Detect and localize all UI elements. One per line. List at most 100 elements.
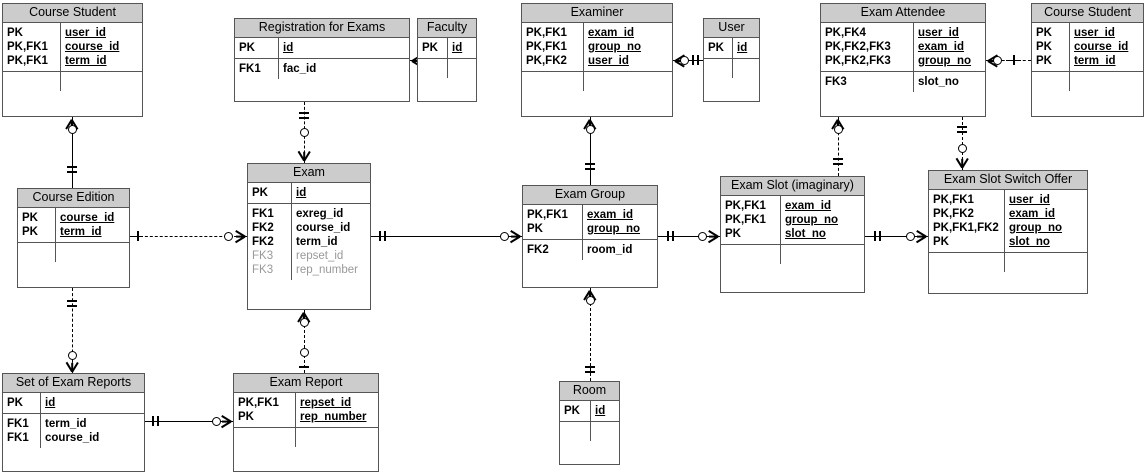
key-label: PK (7, 397, 23, 409)
attribute-text: id (45, 397, 56, 409)
key-label: FK3 (252, 250, 274, 262)
key-column (721, 245, 781, 264)
attribute-label: exam_id (785, 199, 861, 213)
one-marker (833, 158, 843, 160)
attribute-text: user_id (1074, 27, 1115, 39)
empty-row (708, 62, 729, 75)
key-column: PK (248, 183, 292, 203)
attribute-label: exam_id (588, 26, 669, 40)
attribute-text: group_no (785, 214, 839, 226)
attribute-label: id (737, 41, 756, 55)
key-label: PK,FK1 (526, 41, 567, 53)
primary-key-section: PK id (704, 38, 759, 59)
attribute-column (1070, 72, 1143, 91)
empty-row (595, 425, 616, 438)
key-column (3, 72, 61, 91)
empty-row (60, 246, 126, 259)
attribute-text: course_id (1074, 41, 1129, 53)
empty-row (725, 248, 777, 261)
attribute-section (522, 72, 672, 91)
one-marker (957, 131, 967, 133)
empty-row (422, 62, 444, 75)
attribute-label: slot_no (785, 227, 861, 241)
attribute-label: id (296, 186, 367, 200)
key-label: FK1 (252, 208, 274, 220)
attribute-label: id (283, 41, 406, 55)
attribute-label: fac_id (283, 63, 317, 75)
attribute-column (781, 245, 864, 264)
one-marker (67, 166, 77, 168)
empty-row (1009, 256, 1084, 269)
key-column (929, 253, 1005, 272)
key-label: PK,FK1 (527, 209, 568, 221)
one-marker (67, 305, 77, 307)
attribute-label: term_id (296, 236, 338, 248)
optional-zero-marker (697, 231, 707, 241)
one-marker (299, 366, 309, 368)
optional-zero-marker (905, 231, 915, 241)
key-label: PK (933, 236, 949, 248)
connector-line (304, 310, 305, 373)
empty-row (588, 75, 669, 88)
attribute-text: exam_id (588, 27, 635, 39)
attribute-label: course_id (60, 211, 126, 225)
optional-zero-marker (223, 231, 233, 241)
attribute-column (296, 428, 378, 447)
empty-row (452, 62, 473, 75)
attribute-column (448, 59, 476, 78)
attribute-label: repset_id (296, 250, 344, 262)
attribute-label: group_no (588, 40, 669, 54)
one-marker (299, 112, 309, 114)
attribute-label: exam_id (1009, 207, 1084, 221)
key-column: PK (704, 38, 733, 58)
attribute-section (3, 72, 142, 91)
key-label: PK (238, 411, 254, 423)
attribute-text: exam_id (587, 209, 634, 221)
attribute-column: id (292, 183, 370, 203)
attribute-text: user_id (918, 27, 959, 39)
key-column (1032, 72, 1070, 91)
attribute-column (733, 59, 759, 78)
attribute-text: slot_no (785, 228, 826, 240)
entity-title: Exam Slot (imaginary) (721, 177, 864, 196)
entity-title: Examiner (522, 4, 672, 23)
connector-line (658, 236, 720, 237)
attribute-label: exam_id (587, 208, 654, 222)
attribute-section (721, 245, 864, 264)
attribute-column (591, 422, 619, 441)
entity-title: Course Student (3, 4, 142, 23)
connector-line (590, 117, 591, 185)
primary-key-section: PK id (3, 393, 144, 414)
key-label: PK,FK2 (526, 55, 567, 67)
attribute-label: course_id (45, 432, 100, 444)
connector-line (1006, 60, 1021, 61)
one-marker (957, 126, 967, 128)
one-marker (585, 366, 595, 368)
key-label: PK (252, 187, 268, 199)
